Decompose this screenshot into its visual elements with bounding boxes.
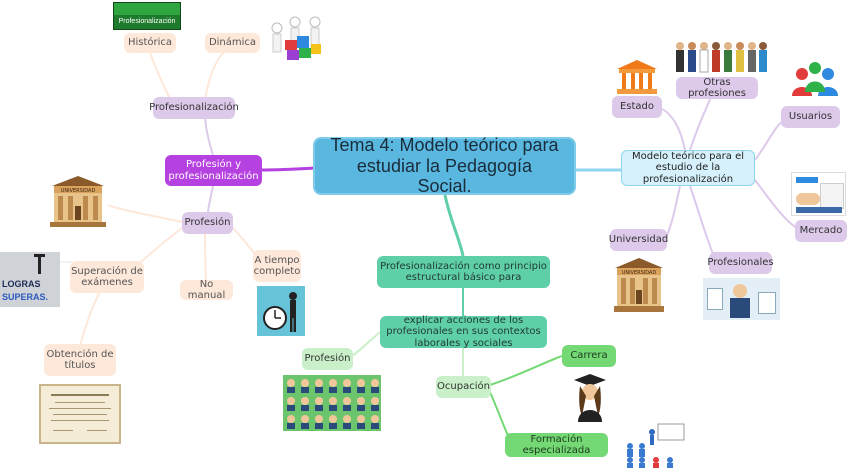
node-principio-estructural: Profesionalización como principio estruc…: [377, 256, 550, 288]
university-building-right-icon: UNIVERSIDAD: [614, 258, 664, 312]
node-profesion-y-profesionalizacion: Profesión y profesionalización: [165, 155, 262, 186]
node-dinamica: Dinámica: [205, 33, 260, 53]
professional-documents-image: [703, 278, 780, 320]
central-topic: Tema 4: Modelo teórico para estudiar la …: [313, 135, 576, 196]
logras-superas-image: LOGRAS SUPERAS.: [0, 252, 60, 307]
node-a-tiempo-completo: A tiempo completo: [253, 250, 301, 282]
node-estado: Estado: [612, 96, 662, 118]
diploma-image: [39, 384, 121, 444]
node-profesion-left: Profesión: [182, 212, 233, 234]
node-obtencion-titulos: Obtención de títulos: [44, 344, 116, 376]
profesionalizacion-image-label: Profesionalización: [118, 18, 176, 25]
government-building-icon: [617, 60, 657, 94]
training-presentation-icon: [627, 423, 685, 468]
contract-handshake-image: [791, 172, 846, 216]
university-sign-left: UNIVERSIDAD: [61, 188, 96, 194]
superas-text: SUPERAS.: [2, 292, 49, 302]
node-universidad-right: Universidad: [609, 229, 668, 251]
node-profesionalizacion: Profesionalización: [149, 97, 239, 119]
graduate-icon: [574, 374, 606, 422]
node-explicar-acciones: explicar acciones de los profesionales e…: [380, 315, 547, 349]
node-carrera: Carrera: [562, 345, 616, 367]
people-grid-image: [283, 375, 381, 431]
teamwork-puzzle-icon: [271, 16, 321, 60]
node-historica: Histórica: [124, 33, 176, 53]
node-modelo-teorico: Modelo teórico para el estudio de la pro…: [621, 150, 755, 186]
node-profesionales: Profesionales: [707, 252, 774, 274]
professionals-group-icon: [676, 42, 767, 73]
clock-person-icon: [257, 286, 305, 336]
users-group-icon: [792, 62, 838, 96]
node-profesion-bottom: Profesión: [302, 348, 353, 370]
profesionalizacion-image: Profesionalización: [113, 2, 181, 30]
node-usuarios: Usuarios: [781, 106, 840, 128]
node-otras-profesiones: Otras profesiones: [676, 77, 758, 99]
node-mercado: Mercado: [795, 220, 847, 242]
node-ocupacion: Ocupación: [436, 376, 491, 398]
node-no-manual: No manual: [180, 279, 233, 301]
university-building-icon: UNIVERSIDAD: [50, 176, 106, 227]
university-sign-right: UNIVERSIDAD: [622, 270, 657, 276]
node-formacion-especializada: Formación especializada: [505, 433, 608, 457]
logras-text: LOGRAS: [2, 279, 41, 289]
node-superacion-examenes: Superación de exámenes: [70, 261, 144, 293]
